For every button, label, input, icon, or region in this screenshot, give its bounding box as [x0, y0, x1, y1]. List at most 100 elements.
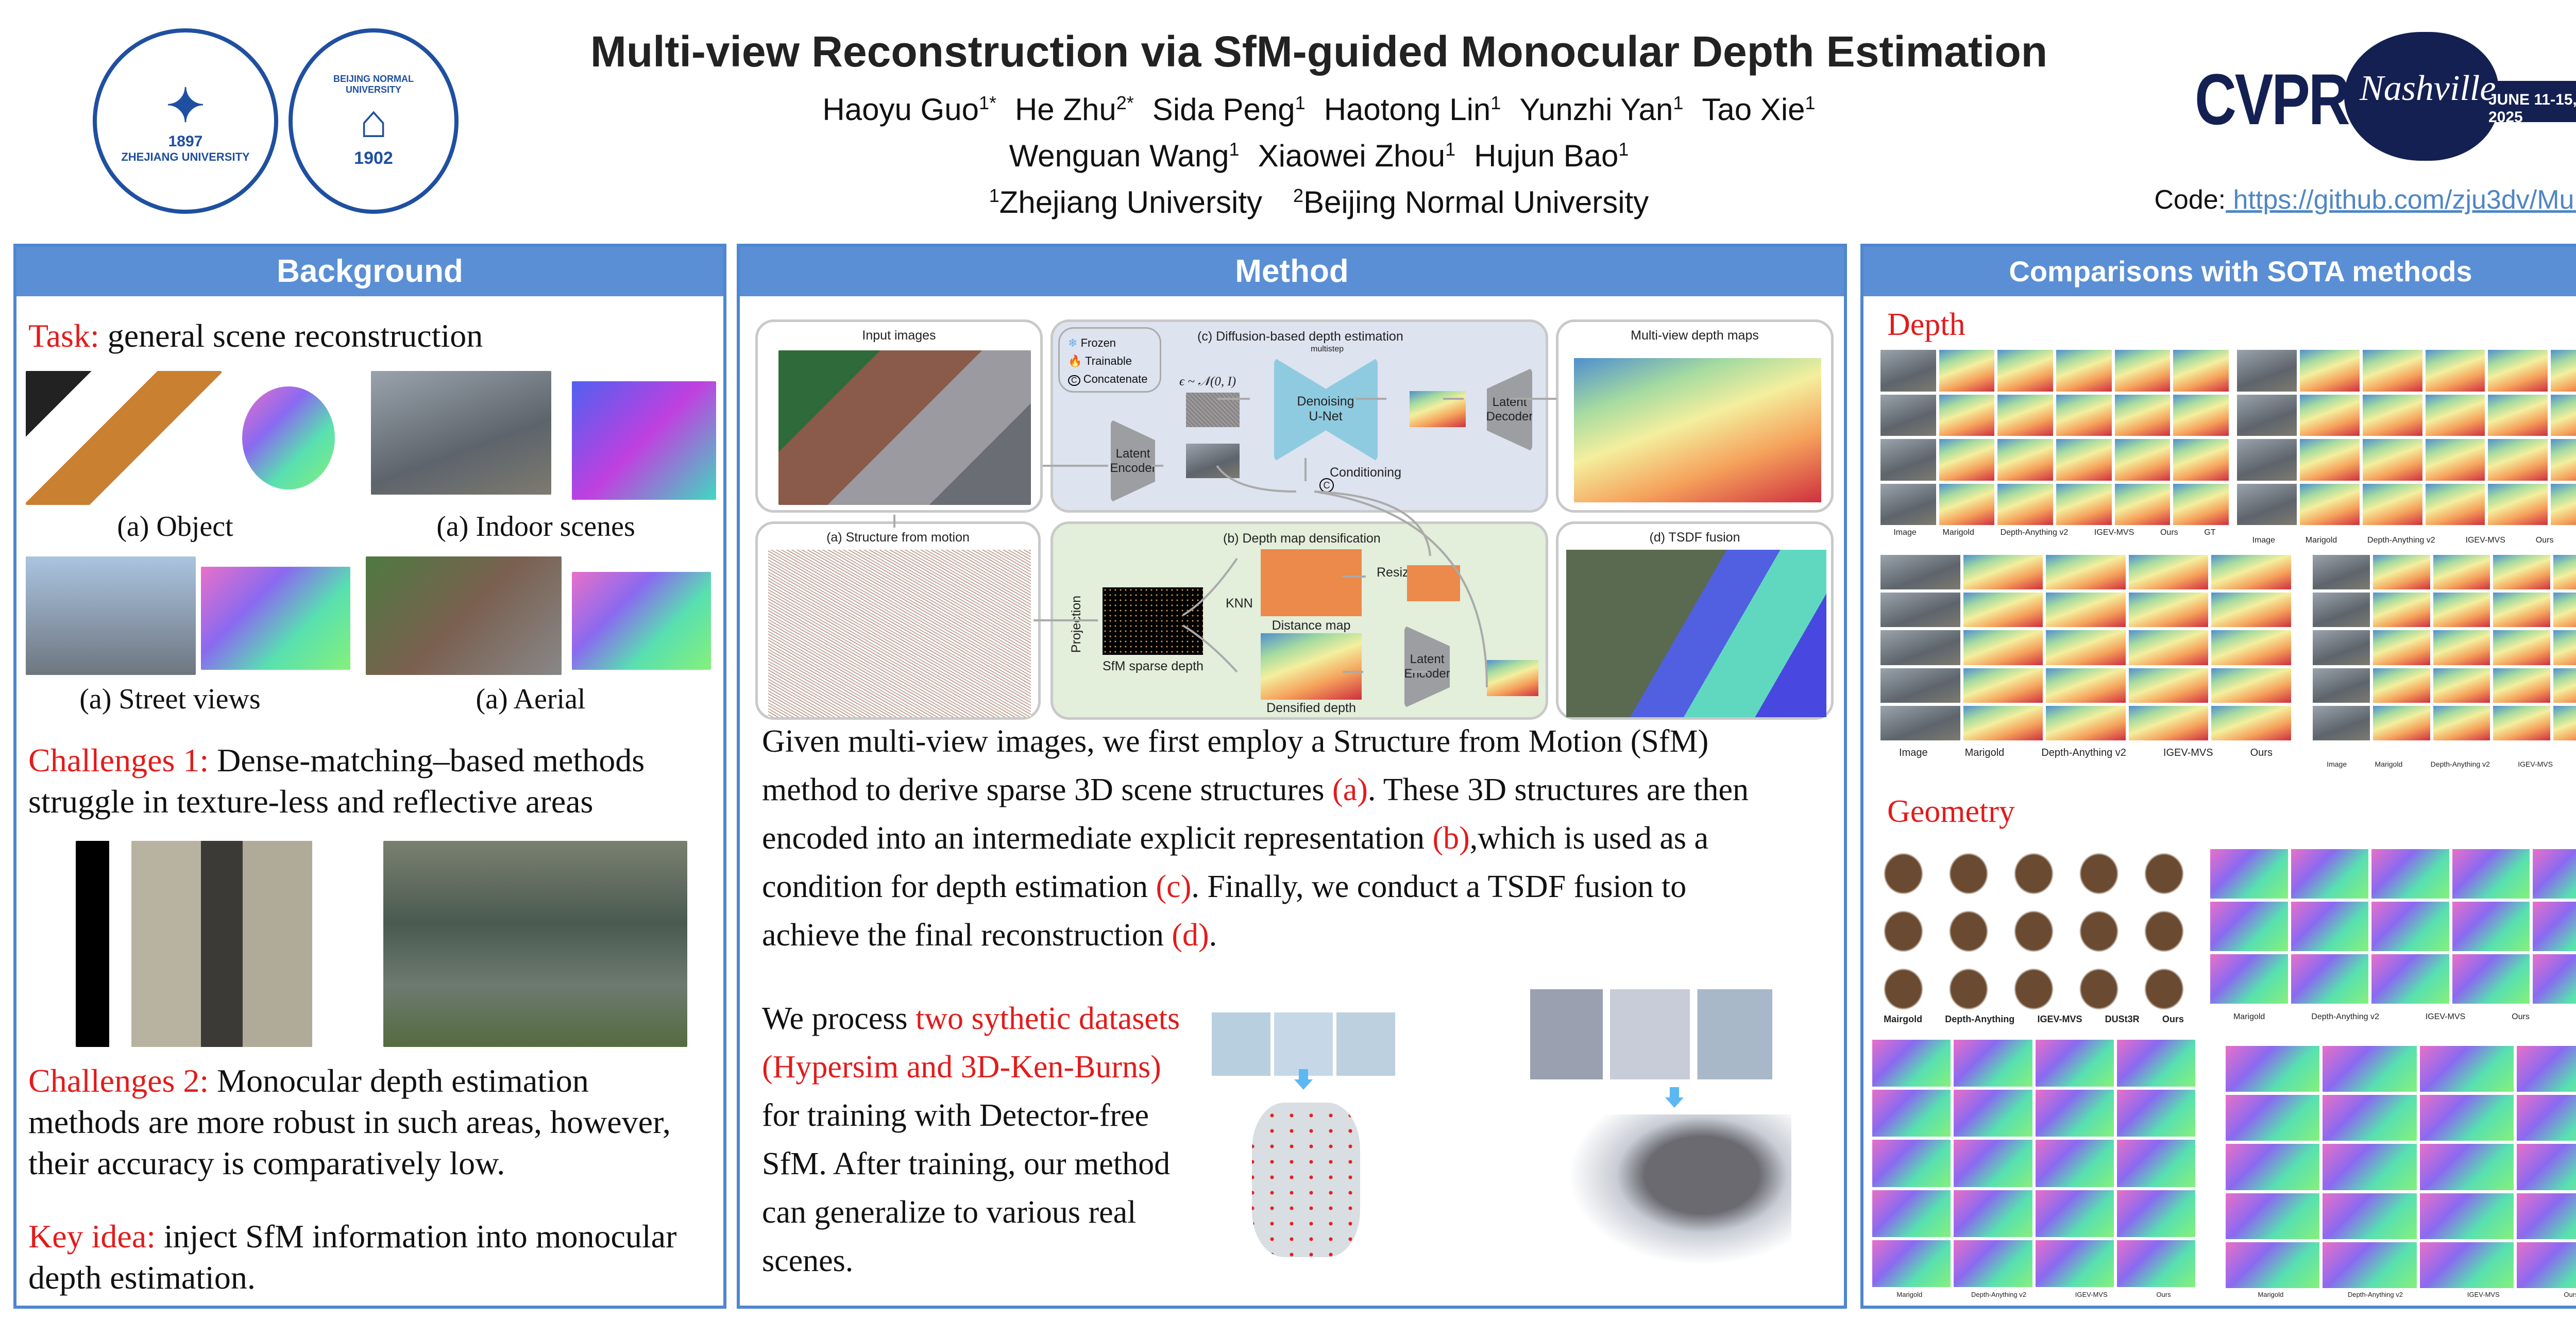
method-label: Depth-Anything v2 — [2041, 747, 2126, 758]
comparison-thumbnail — [1997, 439, 2053, 481]
author-name: Haotong Lin — [1324, 92, 1491, 127]
comparison-thumbnail — [2173, 394, 2229, 436]
multiview-label: Multi-view depth maps — [1631, 328, 1759, 343]
method-label: DUSt3R — [2105, 1014, 2140, 1024]
comparison-thumbnail — [2226, 1046, 2320, 1092]
predicted-latent-depth — [1410, 391, 1466, 427]
comparison-thumbnail — [2419, 1046, 2514, 1092]
aerial-images — [366, 556, 562, 675]
text-line: scenes. — [762, 1237, 1180, 1285]
comparison-thumbnail — [2488, 483, 2548, 525]
comparison-thumbnail — [2211, 705, 2291, 740]
comparison-thumbnail — [2114, 394, 2171, 436]
author: Xiaowei Zhou1 — [1258, 139, 1456, 173]
comparison-thumbnail — [2553, 555, 2576, 590]
comparison-thumbnail — [1880, 394, 1936, 436]
method-label: Marigold — [1942, 528, 1974, 537]
sfm-sparse-depth-image — [1103, 587, 1203, 655]
arrow — [1216, 465, 1297, 493]
comparison-thumbnail — [2128, 630, 2209, 665]
zju-name: ZHEJIANG UNIVERSITY — [121, 150, 250, 163]
comparison-thumbnail — [2067, 899, 2130, 953]
comparison-thumbnail — [1963, 705, 2043, 740]
author: He Zhu2* — [1015, 92, 1134, 127]
comparison-thumbnail — [1880, 555, 1960, 590]
code-link[interactable]: https://github.com/zju3dv/Murre — [2226, 185, 2576, 215]
comparison-thumbnail — [1963, 668, 2043, 703]
comparison-thumbnail — [2114, 483, 2171, 525]
depth-section-label: Depth — [1887, 307, 1965, 342]
comparison-thumbnail — [2362, 439, 2422, 481]
text-line: for training with Detector-free — [762, 1091, 1180, 1140]
text-line: We process two sythetic datasets — [762, 994, 1180, 1043]
text-segment: ,which is used as a — [1469, 821, 1708, 856]
comparison-thumbnail — [2210, 902, 2288, 951]
guitar-shape — [2344, 32, 2499, 161]
knn-label: KNN — [1226, 596, 1253, 611]
text-line: Monocular depth estimation — [209, 1062, 589, 1099]
text-line: achieve the final reconstruction (d). — [762, 911, 1749, 959]
comparison-thumbnail — [2046, 705, 2126, 740]
comparison-thumbnail — [2425, 350, 2485, 392]
comparison-thumbnail — [2516, 1144, 2576, 1190]
comparison-thumbnail — [2452, 954, 2530, 1004]
comparison-grid — [1872, 841, 2195, 1011]
sparse-depth-label: SfM sparse depth — [1103, 659, 1204, 673]
author-affiliation-mark: 1 — [1445, 139, 1456, 160]
caption-aerial: (a) Aerial — [476, 683, 586, 715]
comparison-thumbnail — [2035, 1190, 2114, 1237]
comparison-thumbnail — [1954, 1090, 2032, 1137]
comparison-thumbnail — [2433, 555, 2490, 590]
comparison-thumbnail — [2362, 394, 2422, 436]
author: Wenguan Wang1 — [1009, 139, 1240, 173]
input-images-collage — [778, 350, 1031, 505]
comparison-thumbnail — [2046, 593, 2126, 628]
cvpr-date: JUNE 11-15, 2025 — [2488, 91, 2576, 126]
affiliation-name: Zhejiang University — [999, 185, 1262, 219]
multistep-label: multistep — [1311, 345, 1344, 353]
comparison-thumbnail — [2372, 630, 2430, 665]
comparison-grid — [2313, 555, 2576, 740]
method-label: Image — [1893, 528, 1917, 537]
kenburns-reconstruction — [1566, 1113, 1793, 1267]
method-label: Image — [1899, 747, 1928, 758]
author-affiliation-mark: 2* — [1116, 92, 1134, 113]
tsdf-fusion-image — [1566, 550, 1826, 717]
diffusion-title: (c) Diffusion-based depth estimation — [1197, 329, 1403, 344]
comparisons-heading: Comparisons with SOTA methods — [1863, 247, 2576, 296]
comparison-thumbnail — [1997, 483, 2053, 525]
comparison-thumbnail — [2553, 593, 2576, 628]
challenge-1-label: Challenges 1: — [28, 742, 209, 779]
comparison-thumbnail — [1939, 483, 1995, 525]
comparison-thumbnail — [2371, 954, 2449, 1004]
author: Tao Xie1 — [1702, 92, 1815, 127]
comparison-thumbnail — [2056, 439, 2112, 481]
guitar-neck — [2483, 81, 2576, 122]
latent-image — [1186, 444, 1240, 478]
method-label: Ours — [2535, 536, 2554, 545]
aerial-reconstruction — [572, 572, 711, 670]
cvpr-logo: CVPR Nashville JUNE 11-15, 2025 — [2195, 32, 2576, 161]
comparison-thumbnail — [2226, 1193, 2320, 1239]
comparison-thumbnail — [2323, 1095, 2417, 1141]
comparison-thumbnail — [2133, 841, 2195, 895]
indoor-images — [371, 371, 551, 495]
method-label: GT — [2204, 528, 2216, 537]
comparison-thumbnail — [1872, 1090, 1951, 1137]
comparison-thumbnail — [2493, 630, 2551, 665]
comparison-thumbnail — [2056, 483, 2112, 525]
fire-icon: 🔥 — [1068, 354, 1082, 367]
comparison-thumbnail — [2516, 1242, 2576, 1288]
comparison-thumbnail — [2114, 350, 2171, 392]
densified-depth-label: Densified depth — [1266, 701, 1356, 715]
comparison-thumbnail — [2211, 593, 2291, 628]
highlight-text: (Hypersim and 3D-Ken-Burns) — [762, 1050, 1161, 1085]
comparison-thumbnail — [2372, 705, 2430, 740]
comparison-thumbnail — [2551, 350, 2576, 392]
method-label: Ours — [2160, 528, 2178, 537]
comparison-thumbnail — [2133, 899, 2195, 953]
comparison-thumbnail — [2313, 555, 2370, 590]
